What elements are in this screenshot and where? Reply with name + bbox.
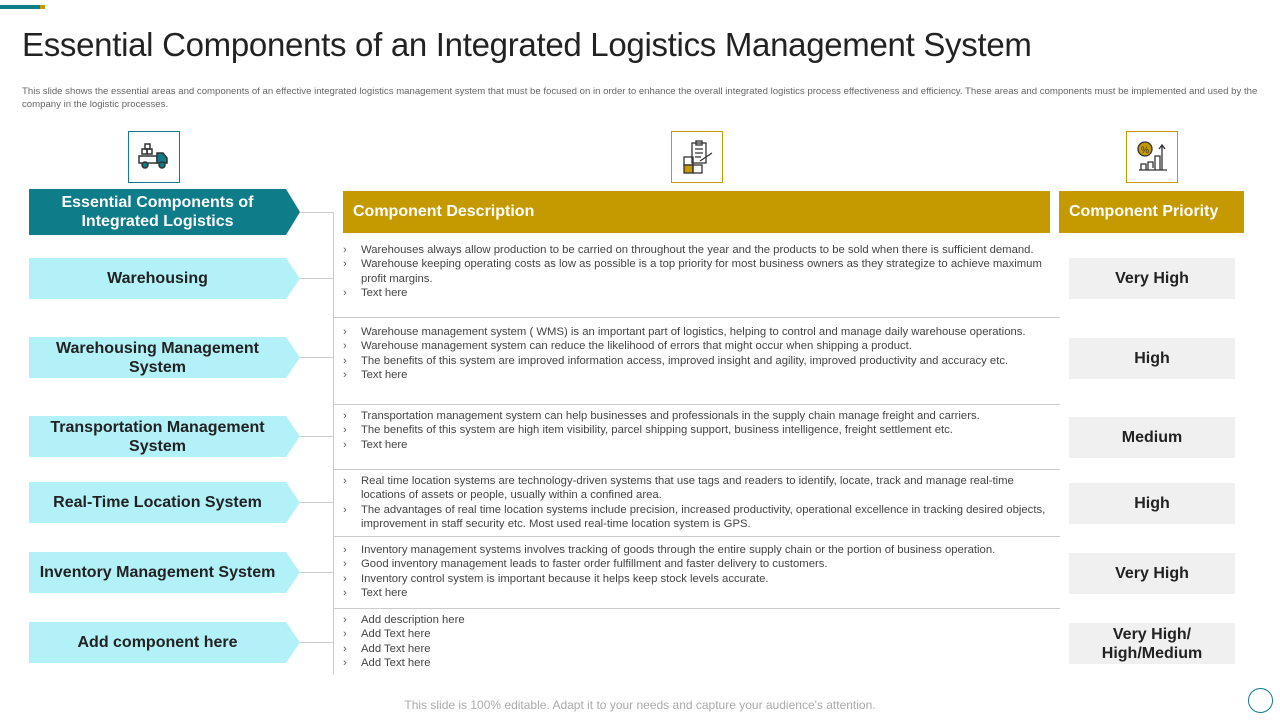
component-3: Transportation Management System	[29, 416, 300, 457]
connector-line	[300, 642, 333, 643]
description-bullet: Warehouse management system can reduce t…	[340, 339, 1060, 354]
row-divider	[333, 469, 1060, 470]
description-bullet: Warehouse management system ( WMS) is an…	[340, 325, 1060, 340]
accent-bar-gold	[40, 5, 45, 9]
percent-growth-chart-icon: %	[1126, 131, 1178, 183]
accent-bar	[0, 5, 40, 9]
subtitle: This slide shows the essential areas and…	[22, 86, 1258, 110]
description-list: Add description hereAdd Text hereAdd Tex…	[340, 613, 1060, 670]
description-bullet: Inventory control system is important be…	[340, 572, 1060, 587]
description-bullet: Add description here	[340, 613, 1060, 628]
description-bullet: Inventory management systems involves tr…	[340, 543, 1060, 558]
description-bullet: Text here	[340, 368, 1060, 383]
delivery-truck-icon	[128, 131, 180, 183]
description-bullet: Warehouses always allow production to be…	[340, 243, 1060, 258]
component-2: Warehousing Management System	[29, 337, 300, 378]
description-list: Warehouses always allow production to be…	[340, 243, 1060, 300]
component-4: Real-Time Location System	[29, 482, 300, 523]
description-bullet: Real time location systems are technolog…	[340, 474, 1060, 503]
description-bullet: Text here	[340, 286, 1060, 301]
description-bullet: Transportation management system can hel…	[340, 409, 1060, 424]
priority-badge: High	[1069, 483, 1235, 524]
connector-line	[300, 278, 333, 279]
component-1: Warehousing	[29, 258, 300, 299]
description-list: Real time location systems are technolog…	[340, 474, 1060, 531]
description-bullet: Add Text here	[340, 642, 1060, 657]
row-divider	[333, 608, 1060, 609]
component-6: Add component here	[29, 622, 300, 663]
description-list: Transportation management system can hel…	[340, 409, 1060, 452]
priority-badge: Very High	[1069, 553, 1235, 594]
circle-icon	[1248, 688, 1273, 713]
connector-line	[300, 572, 333, 573]
connector-line	[300, 212, 333, 213]
description-bullet: Warehouse keeping operating costs as low…	[340, 257, 1060, 286]
priority-header: Component Priority	[1059, 191, 1244, 233]
description-list: Inventory management systems involves tr…	[340, 543, 1060, 600]
description-bullet: Text here	[340, 586, 1060, 601]
connector-line	[300, 357, 333, 358]
row-divider	[333, 536, 1060, 537]
priority-badge: Very High/ High/Medium	[1069, 623, 1235, 664]
description-bullet: The benefits of this system are improved…	[340, 354, 1060, 369]
connector-line	[333, 212, 334, 675]
description-bullet: Add Text here	[340, 627, 1060, 642]
component-5: Inventory Management System	[29, 552, 300, 593]
footer-note: This slide is 100% editable. Adapt it to…	[404, 698, 876, 712]
connector-line	[300, 502, 333, 503]
description-list: Warehouse management system ( WMS) is an…	[340, 325, 1060, 382]
priority-badge: Very High	[1069, 258, 1235, 299]
description-bullet: Good inventory management leads to faste…	[340, 557, 1060, 572]
priority-badge: High	[1069, 338, 1235, 379]
priority-badge: Medium	[1069, 417, 1235, 458]
description-bullet: Text here	[340, 438, 1060, 453]
clipboard-boxes-icon	[671, 131, 723, 183]
row-divider	[333, 404, 1060, 405]
connector-line	[300, 436, 333, 437]
page-title: Essential Components of an Integrated Lo…	[22, 26, 1032, 63]
description-bullet: The benefits of this system are high ite…	[340, 423, 1060, 438]
components-header: Essential Components of Integrated Logis…	[29, 189, 300, 235]
description-bullet: Add Text here	[340, 656, 1060, 671]
row-divider	[333, 317, 1060, 318]
description-header: Component Description	[343, 191, 1050, 233]
description-bullet: The advantages of real time location sys…	[340, 503, 1060, 532]
svg-text:%: %	[1141, 145, 1149, 155]
